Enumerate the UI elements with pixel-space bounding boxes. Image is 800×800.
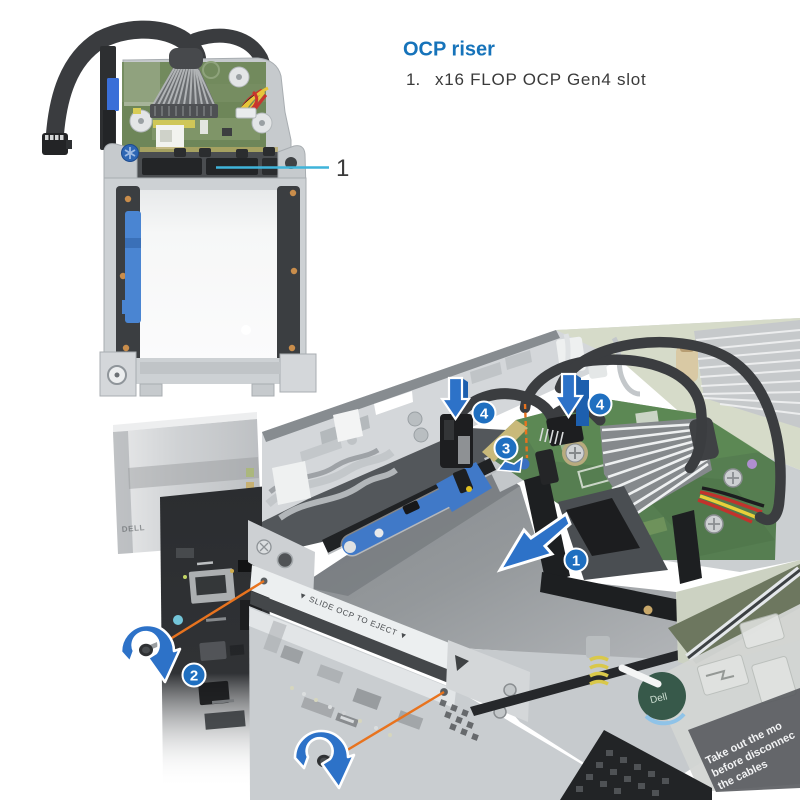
svg-text:4: 4: [596, 397, 605, 414]
svg-text:DELL: DELL: [121, 523, 145, 534]
svg-text:x16 FLOP OCP Gen4 slot: x16 FLOP OCP Gen4 slot: [435, 70, 646, 89]
svg-text:1: 1: [336, 155, 349, 182]
svg-text:2: 2: [190, 668, 198, 685]
svg-text:3: 3: [502, 441, 510, 458]
svg-text:1: 1: [572, 553, 580, 570]
svg-text:Dell: Dell: [649, 691, 668, 706]
svg-text:1.: 1.: [406, 70, 420, 89]
svg-text:4: 4: [480, 406, 489, 423]
svg-text:OCP riser: OCP riser: [403, 39, 495, 61]
